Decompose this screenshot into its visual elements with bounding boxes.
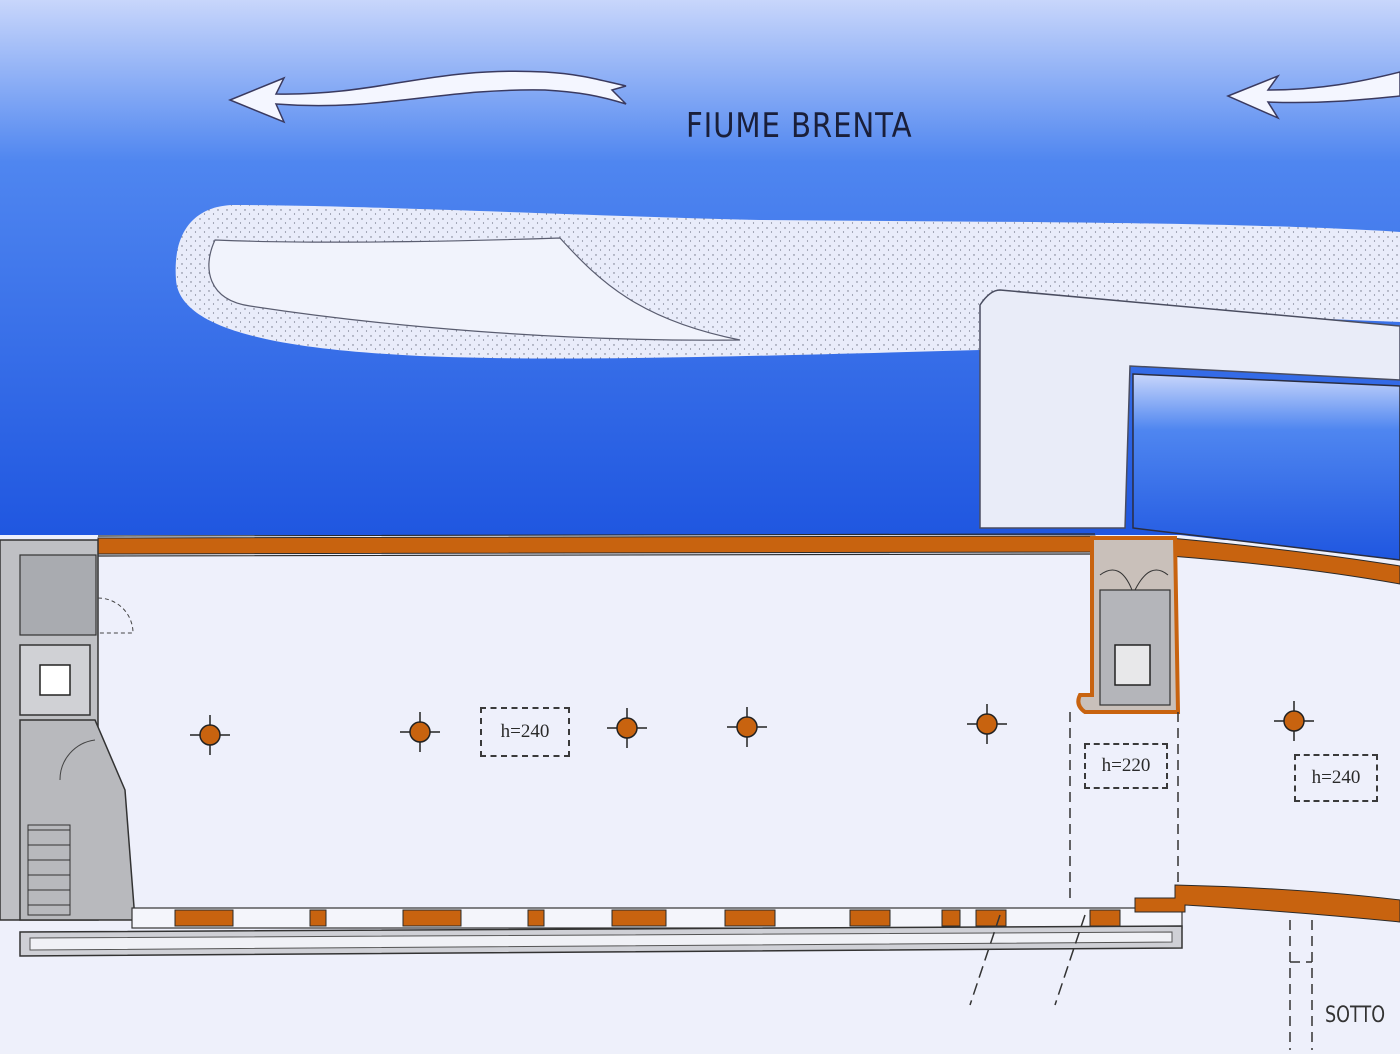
core-door-icon	[1099, 569, 1169, 591]
wall-pier	[941, 909, 961, 927]
column-icon	[400, 712, 440, 752]
south-wall-segments	[174, 909, 1121, 927]
building-interior	[0, 535, 1400, 1050]
dock-structure	[979, 289, 1400, 529]
column-icon	[190, 715, 230, 755]
core-lift-icon	[1114, 644, 1151, 686]
height-label-hall-left: h=240	[480, 707, 570, 757]
wall-pier	[1089, 909, 1121, 927]
wall-pier	[849, 909, 891, 927]
wall-pier	[611, 909, 667, 927]
column-icon	[727, 707, 767, 747]
section-cut-lines	[1289, 920, 1313, 1050]
south-wall-right	[1134, 884, 1400, 923]
wall-pier	[402, 909, 462, 927]
stair-steps-icon	[27, 824, 71, 916]
cut-label: SOTTO	[1325, 1003, 1386, 1028]
wall-pier	[724, 909, 776, 927]
terrace-inner	[29, 931, 1173, 951]
flow-arrow-right-icon	[1226, 71, 1400, 120]
passage-outline	[1069, 712, 1179, 900]
river-name-label: FIUME BRENTA	[686, 106, 913, 146]
door-swing-icon	[97, 597, 134, 634]
columns	[190, 701, 1314, 755]
column-icon	[1274, 701, 1314, 741]
lift-car-icon	[39, 664, 71, 696]
stair-block	[19, 719, 136, 921]
column-icon	[967, 704, 1007, 744]
dock-opening	[1132, 373, 1400, 561]
entrance-lines-icon	[969, 914, 1086, 1006]
flow-arrow-left-icon	[228, 70, 627, 124]
door-swing-icon-2	[59, 739, 96, 781]
wall-pier	[527, 909, 545, 927]
wall-pier	[309, 909, 327, 927]
wall-pier	[975, 909, 1007, 927]
wall-pier	[174, 909, 234, 927]
north-wall-right	[1169, 537, 1400, 585]
height-label-passage: h=220	[1084, 743, 1168, 789]
wall-outline	[97, 533, 1096, 557]
height-label-hall-right: h=240	[1294, 754, 1378, 802]
service-room-top	[19, 554, 97, 636]
gravel-bank-inner-outline	[208, 237, 741, 341]
north-wall	[97, 535, 1096, 555]
column-icon	[607, 708, 647, 748]
